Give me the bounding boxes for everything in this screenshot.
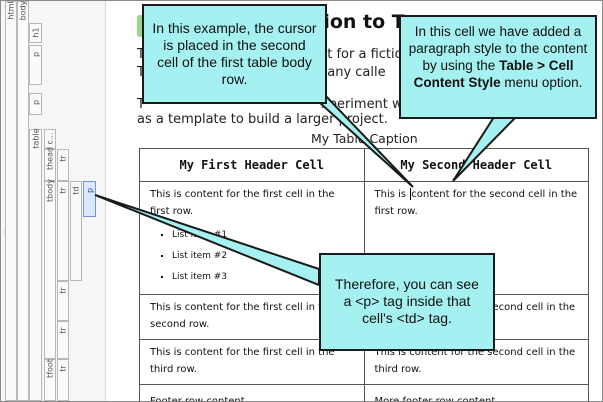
structure-bar-p[interactable]: p <box>29 93 42 115</box>
text-cursor <box>410 188 412 200</box>
structure-bar-tbody[interactable]: tbody <box>44 179 56 359</box>
paragraph-fragment: pany calle <box>319 65 386 80</box>
structure-bar-tr[interactable]: tr <box>57 321 69 359</box>
structure-bar-p[interactable]: p <box>29 45 42 85</box>
page-title: ction to T <box>303 11 405 33</box>
paragraph-fragment: T <box>137 47 145 62</box>
structure-bar-body[interactable]: body <box>17 1 29 401</box>
table-header-cell[interactable]: My Second Header Cell <box>363 148 589 182</box>
cell-text: This is content for the first cell in th… <box>150 189 335 217</box>
cell-text: This is <box>374 189 410 200</box>
paragraph-fragment: T <box>137 65 145 80</box>
paragraph-fragment: nt for a fictio <box>319 47 403 62</box>
callout-cursor-note: In this example, the cursor is placed in… <box>142 4 327 104</box>
callout-tag-note: Therefore, you can see a <p> tag inside … <box>319 253 495 351</box>
structure-bar: html body h1 p p table c... thead tr tbo… <box>1 1 106 401</box>
table-footer-cell[interactable]: Footer row content. <box>139 384 365 401</box>
paragraph-fragment: T <box>137 97 145 112</box>
structure-bar-h1[interactable]: h1 <box>29 23 42 43</box>
list-item: List item #2 <box>172 246 356 267</box>
callout-style-note: In this cell we have added a paragraph s… <box>399 15 597 119</box>
structure-bar-thead[interactable]: thead <box>44 147 56 181</box>
structure-bar-tr[interactable]: tr <box>57 281 69 321</box>
structure-bar-caption[interactable]: c... <box>44 129 56 149</box>
list-item: List item #3 <box>172 267 356 288</box>
resize-grip-icon[interactable]: ⋮ <box>2 229 8 236</box>
paragraph-text: as a template to build a larger project. <box>137 112 388 127</box>
structure-bar-tfoot[interactable]: tfoot <box>44 359 56 401</box>
structure-bar-tr[interactable]: tr <box>57 359 69 401</box>
structure-bar-tr[interactable]: tr <box>57 181 69 281</box>
paragraph-fragment: xperiment w <box>321 97 403 112</box>
structure-bar-tr[interactable]: tr <box>57 149 69 181</box>
structure-bar-p-selected[interactable]: p <box>83 181 96 217</box>
structure-bar-td[interactable]: td <box>70 181 82 281</box>
table-footer-cell[interactable]: More footer row content. <box>363 384 589 401</box>
callout-pointer <box>306 92 414 188</box>
callout-pointer <box>94 194 320 287</box>
callout-pointer <box>452 116 519 182</box>
cell-text: content for the second cell in the first… <box>374 189 578 217</box>
table-footer-row: Footer row content. More footer row cont… <box>139 384 589 401</box>
structure-bar-html[interactable]: html <box>5 1 17 401</box>
structure-bar-table[interactable]: table <box>29 128 42 401</box>
